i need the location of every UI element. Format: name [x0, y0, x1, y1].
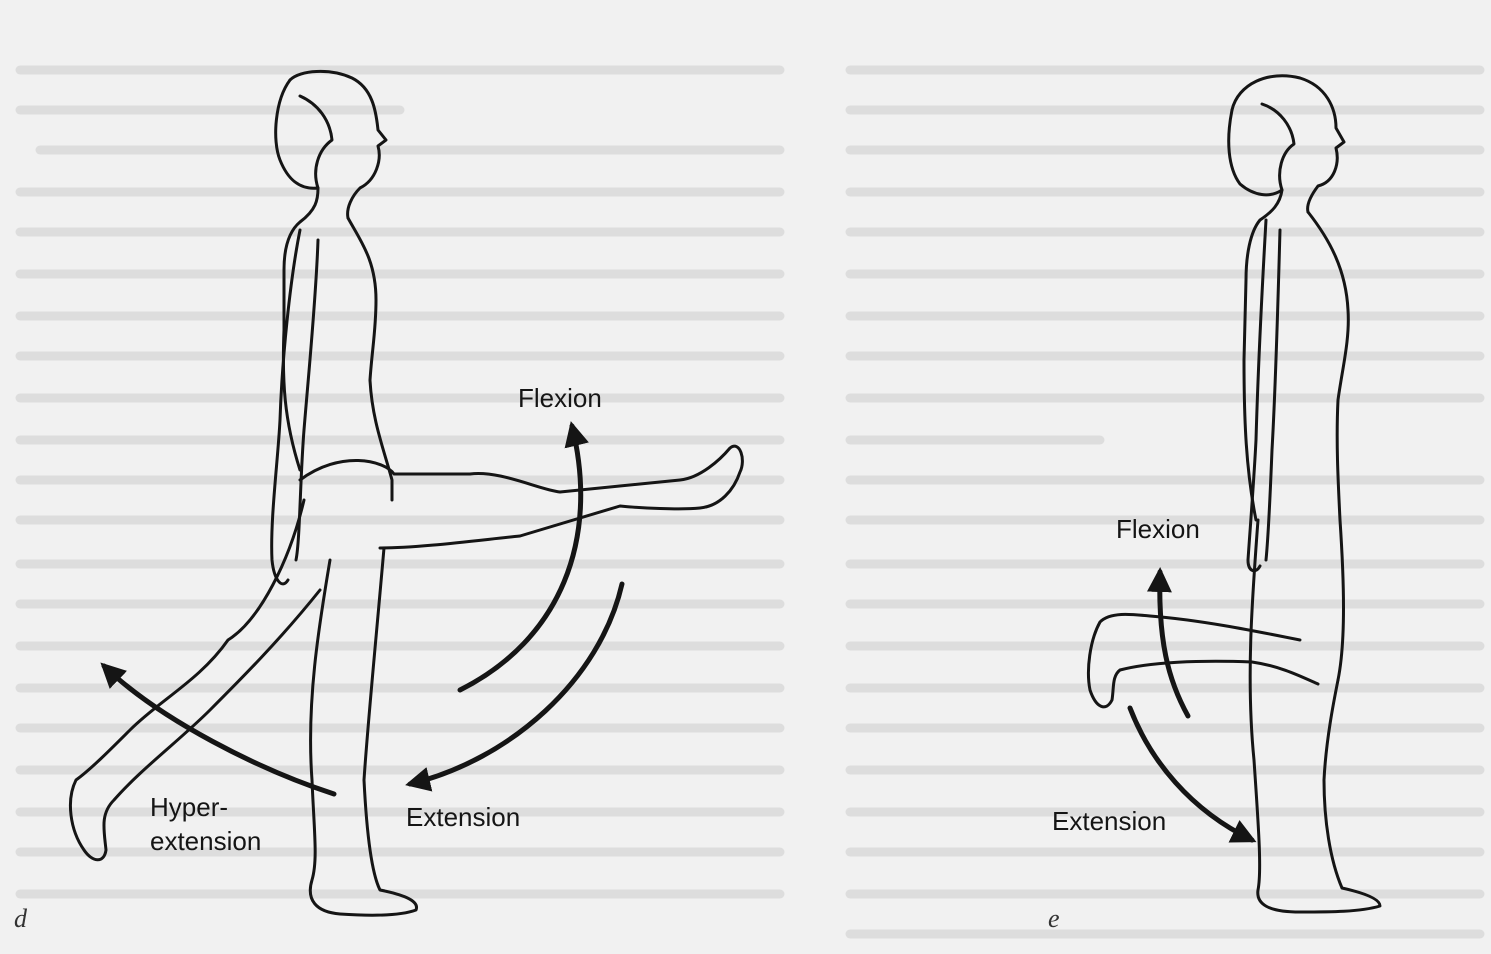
standing-leg-e — [1250, 520, 1380, 912]
flexion-label-d: Flexion — [518, 383, 602, 413]
hyperextension-label-line1: Hyper- — [150, 792, 228, 822]
panel-letter-e: e — [1048, 904, 1060, 934]
torso-front-e — [1308, 212, 1348, 680]
knee-flexion-arrow — [1160, 572, 1188, 716]
extension-label-d: Extension — [406, 802, 520, 832]
hair-e — [1229, 104, 1294, 195]
extension-label-e: Extension — [1052, 806, 1166, 836]
hyperextension-label-line2: extension — [150, 826, 261, 856]
arm-front-e — [1266, 230, 1280, 560]
flexion-label-e: Flexion — [1116, 514, 1200, 544]
panel-letter-d: d — [14, 904, 27, 934]
bent-leg-e — [1088, 614, 1318, 706]
